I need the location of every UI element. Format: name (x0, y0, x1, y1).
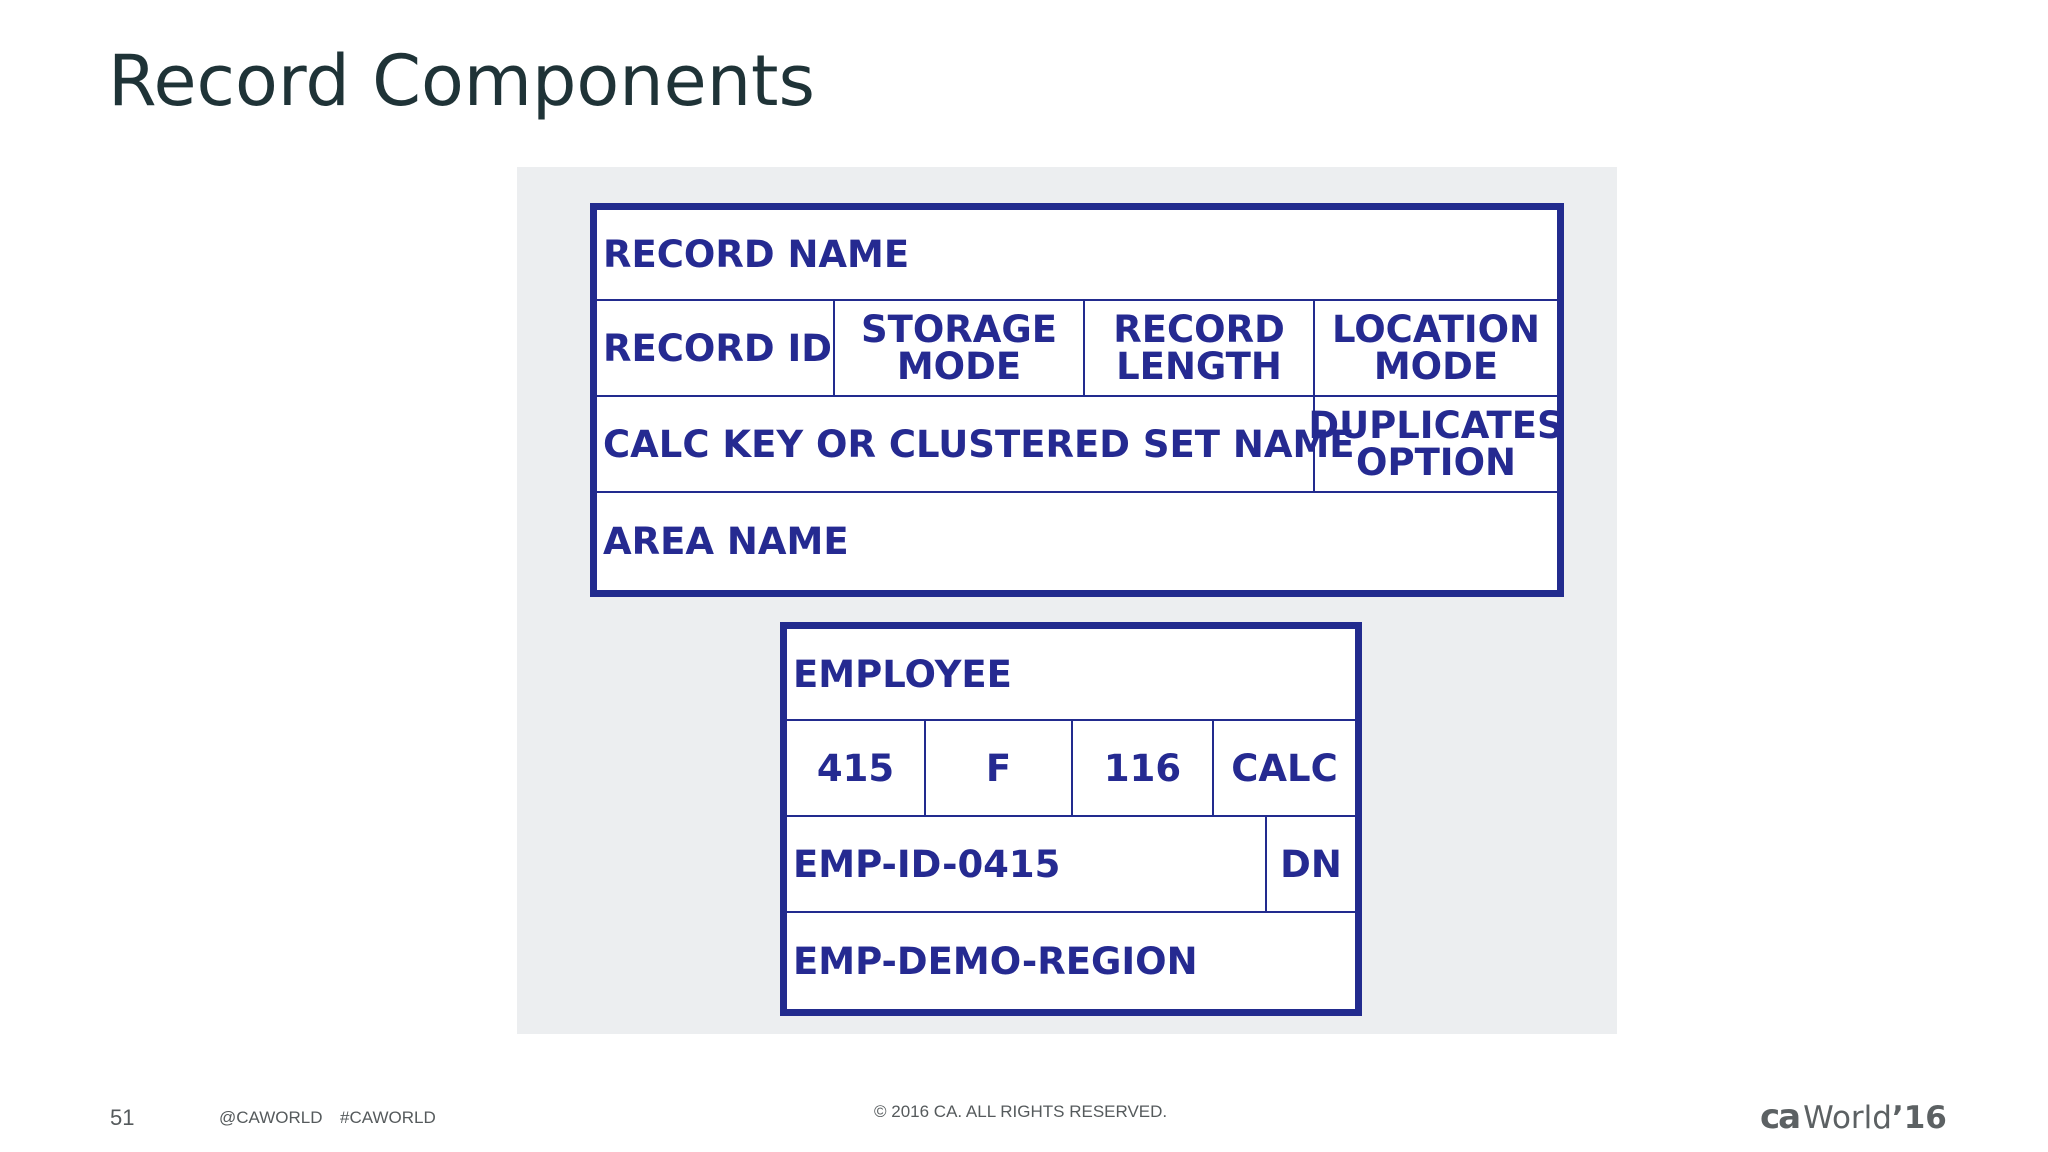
twitter-handle: @CAWORLD (219, 1108, 323, 1127)
employee-area-name: EMP-DEMO-REGION (793, 939, 1198, 983)
employee-location-mode: CALC (1231, 746, 1338, 790)
figure-panel: RECORD NAME RECORD ID STORAGE MODE RECOR… (517, 167, 1617, 1034)
area-name-label: AREA NAME (603, 520, 849, 563)
logo-world: World (1803, 1100, 1892, 1136)
storage-mode-label: STORAGE MODE (860, 308, 1058, 388)
employee-record-name: EMPLOYEE (793, 652, 1012, 696)
logo-ca: ca (1760, 1097, 1801, 1137)
record-template-box: RECORD NAME RECORD ID STORAGE MODE RECOR… (590, 203, 1564, 597)
employee-storage-mode: F (985, 746, 1012, 790)
page-number: 51 (110, 1105, 135, 1130)
record-id-label: RECORD ID (603, 326, 832, 370)
record-name-label: RECORD NAME (603, 233, 910, 276)
employee-record-length: 116 (1103, 746, 1182, 790)
calc-key-label: CALC KEY OR CLUSTERED SET NAME (603, 422, 1355, 466)
location-mode-label: LOCATION MODE (1331, 308, 1541, 388)
slide-title: Record Components (108, 40, 815, 122)
hashtag: #CAWORLD (340, 1108, 436, 1127)
logo-year: ’16 (1891, 1100, 1947, 1136)
duplicates-option-label: DUPLICATES OPTION (1308, 404, 1564, 484)
employee-calc-key: EMP-ID-0415 (793, 842, 1061, 886)
employee-duplicates-option: DN (1280, 842, 1342, 886)
employee-record-box: EMPLOYEE 415 F 116 CALC EMP-ID-0415 DN E… (780, 622, 1362, 1016)
copyright: © 2016 CA. ALL RIGHTS RESERVED. (874, 1102, 1168, 1121)
employee-record-id: 415 (816, 746, 895, 790)
record-length-label: RECORD LENGTH (1113, 308, 1285, 388)
